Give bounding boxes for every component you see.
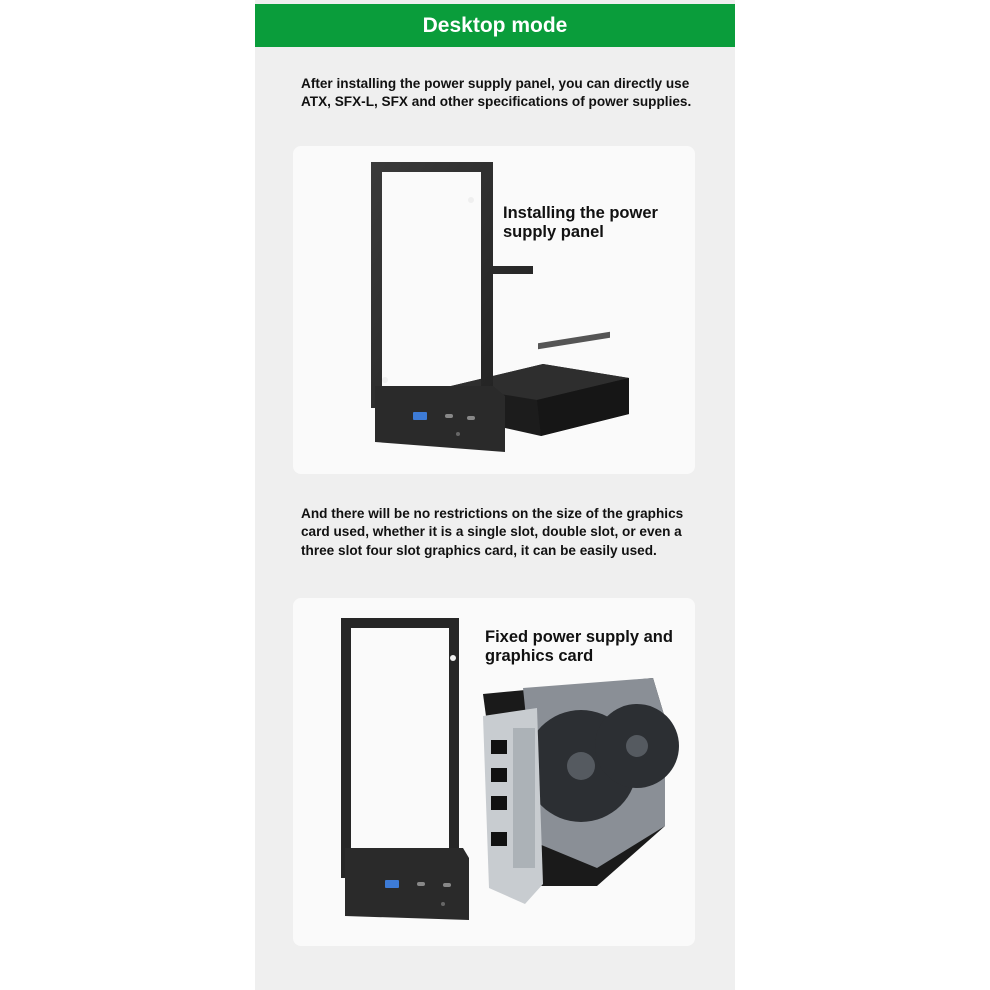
- image-caption-1: Installing the power supply panel: [503, 204, 658, 241]
- section-title: Desktop mode: [422, 13, 568, 37]
- intro-paragraph: After installing the power supply panel,…: [301, 76, 692, 110]
- gpu-panel-image: Fixed power supply and graphics card: [293, 598, 695, 946]
- power-panel-image: Installing the power supply panel: [293, 146, 695, 474]
- detail-paragraph: And there will be no restrictions on the…: [301, 506, 684, 558]
- power-supply-and-gpu-illustration: [341, 618, 679, 920]
- product-page: Desktop mode After installing the power …: [255, 0, 735, 990]
- section-header: Desktop mode: [255, 4, 735, 47]
- power-supply-panel-illustration: [371, 162, 629, 452]
- image-caption-2: Fixed power supply and graphics card: [485, 628, 673, 665]
